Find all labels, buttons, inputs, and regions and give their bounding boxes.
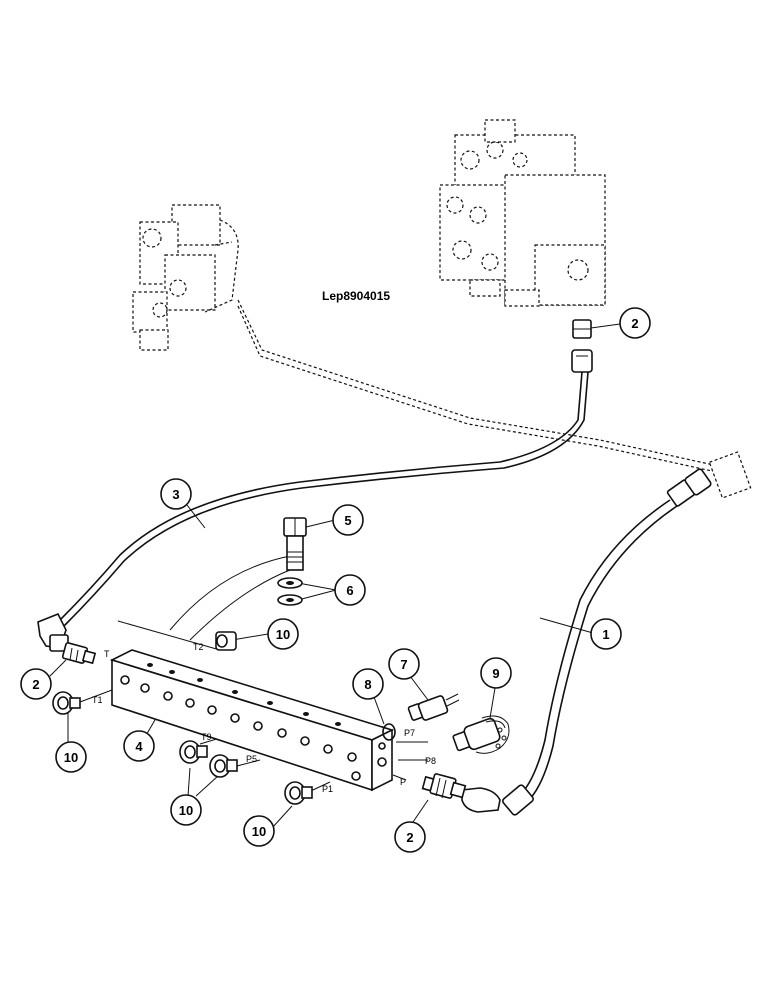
port-labels: T2 T T1 T9 P5 P7 P8 P P1 [92,642,436,794]
callout-label: 2 [631,316,638,331]
port-label-t1: T1 [92,695,103,705]
callout-label: 2 [406,830,413,845]
manifold-block-4 [109,649,395,792]
callout-2-bottom: 2 [394,821,426,853]
callout-7: 7 [388,648,420,680]
port-label-p1: P1 [322,784,333,794]
callout-label: 7 [400,657,407,672]
port-label-p5: P5 [246,754,257,764]
callout-10-left: 10 [55,741,87,773]
callout-2-left: 2 [20,668,52,700]
port-label-t: T [104,649,110,659]
adapter-port-t [61,642,97,665]
callout-label: 3 [172,487,179,502]
callout-5: 5 [332,504,364,536]
callout-label: 6 [346,583,353,598]
washers-6 [277,577,303,606]
callout-label: 9 [492,666,499,681]
port-label-p7: P7 [404,728,415,738]
callout-label: 10 [276,627,290,642]
valve-adapter [571,319,593,373]
callout-10-bottom: 10 [243,815,275,847]
callout-label: 4 [135,739,143,754]
callouts: 2 3 5 6 1 10 2 7 [20,307,651,853]
callout-label: 8 [364,677,371,692]
plug-10-t1 [52,691,81,715]
left-control-valve [132,204,239,351]
plug-10-p1 [284,781,313,805]
hose-1 [461,468,712,816]
port-label-t2: T2 [193,642,204,652]
plug-10-p5 [209,754,238,778]
return-line-dotted [237,299,752,499]
port-label-t9: T9 [201,732,212,742]
callout-9: 9 [480,657,512,689]
port-label-p8: P8 [425,756,436,766]
callout-label: 10 [179,803,193,818]
callout-2-top: 2 [619,307,651,339]
port-label-p: P [400,777,406,787]
hose-3-elbow [37,612,69,652]
reference-code: Lep8904015 [322,289,390,303]
plug-10-t2 [215,631,237,651]
callout-label: 5 [344,513,351,528]
callout-label: 2 [32,677,39,692]
hose-3 [59,371,589,627]
pressure-switch-7 [407,693,460,721]
callout-10-top: 10 [267,618,299,650]
callout-6: 6 [334,574,366,606]
callout-10-mid: 10 [170,794,202,826]
plug-10-t9 [179,740,208,764]
callout-label: 1 [602,627,609,642]
callout-8: 8 [352,668,384,700]
pressure-sender-9 [452,715,510,754]
callout-3: 3 [160,478,192,510]
callout-label: 10 [252,824,266,839]
bolt-5 [283,517,307,571]
main-control-valve [439,119,606,307]
callout-4: 4 [123,730,155,762]
o-ring-8 [382,723,396,741]
adapter-port-p [421,773,467,799]
callout-1: 1 [590,618,622,650]
callout-label: 10 [64,750,78,765]
